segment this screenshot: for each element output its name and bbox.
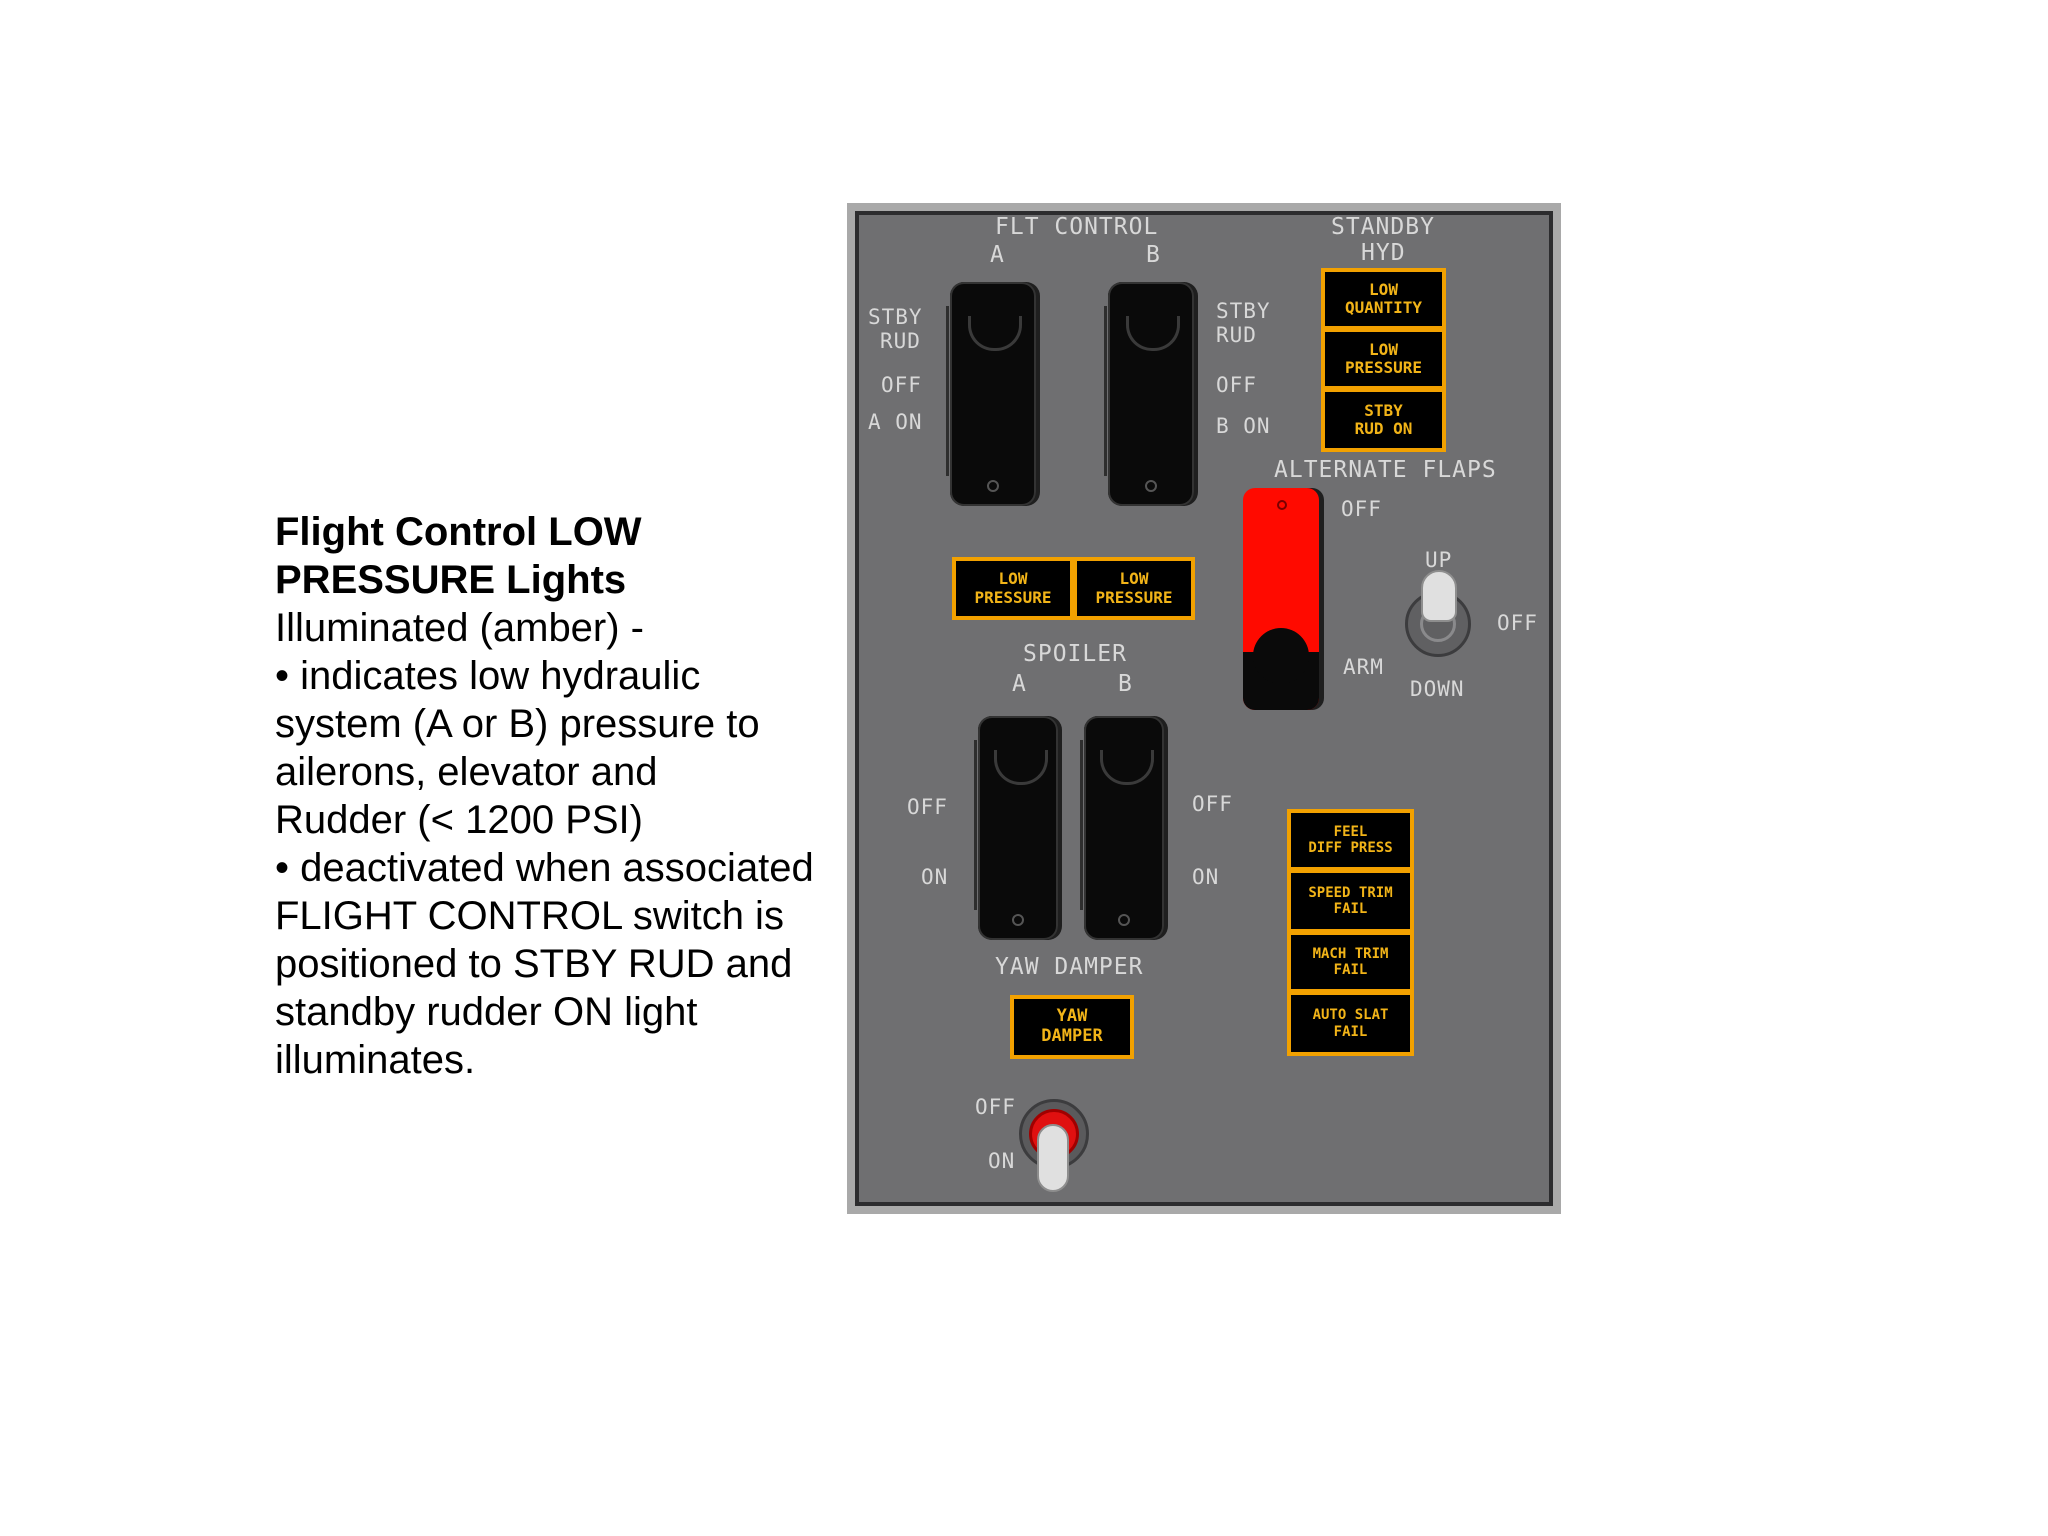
feel-diff-press-light: FEEL DIFF PRESS [1287,809,1414,871]
auto-slat-fail-light: AUTO SLAT FAIL [1287,991,1414,1056]
auto-slat-fail-line2: FAIL [1333,1023,1368,1040]
flt-control-a-switch-guard[interactable] [946,282,1036,506]
description-line: Rudder (< 1200 PSI) [275,798,643,842]
description-line: illuminates. [275,1038,476,1082]
yaw-damper-light: YAW DAMPER [1010,995,1134,1059]
speed-trim-fail-line2: FAIL [1333,901,1368,917]
flt-b-off-label: OFF [1216,373,1257,397]
description-line: • deactivated when associated [275,846,814,890]
stby-low-pressure-line1: LOW [1369,339,1398,359]
standby-hyd-subtitle: HYD [1361,240,1406,266]
flt-b-on-label: B ON [1216,414,1271,438]
alt-flaps-down-label: DOWN [1410,677,1465,701]
alt-flaps-up-label: UP [1425,548,1453,572]
flt-b-stby-label: STBY [1216,299,1271,323]
low-pressure-a-line2: PRESSURE [974,587,1052,607]
flt-a-off-label: OFF [881,373,922,397]
alt-flaps-toggle-switch[interactable] [1421,570,1457,622]
flt-control-b-switch-guard[interactable] [1104,282,1194,506]
auto-slat-fail-line1: AUTO SLAT [1312,1007,1389,1024]
spoiler-title: SPOILER [1023,641,1127,667]
alt-flaps-toggle-off-label: OFF [1497,611,1538,635]
alt-flaps-arm-label: ARM [1343,655,1384,679]
spoiler-b-switch-guard[interactable] [1080,716,1164,940]
stby-rud-on-line2: RUD ON [1354,419,1413,438]
description-line: Illuminated (amber) - [275,606,645,650]
description-text-block: Flight Control LOW PRESSURE Lights Illum… [275,508,835,1084]
stby-low-pressure-line2: PRESSURE [1344,358,1423,377]
mach-trim-fail-light: MACH TRIM FAIL [1287,931,1414,993]
stby-low-pressure-light: LOW PRESSURE [1321,328,1446,390]
description-line: positioned to STBY RUD and [275,942,793,986]
low-pressure-b-line2: PRESSURE [1095,587,1173,607]
low-quantity-light: LOW QUANTITY [1321,268,1446,330]
spoiler-b-on-label: ON [1192,865,1220,889]
flt-a-on-label: A ON [868,410,923,434]
low-pressure-a-line1: LOW [998,569,1028,589]
flt-b-rud-label: RUD [1216,323,1257,347]
description-title-line1: Flight Control LOW [275,510,642,554]
flt-control-b-low-pressure-light: LOW PRESSURE [1073,557,1195,620]
yaw-damper-light-line2: DAMPER [1041,1026,1103,1046]
yaw-damper-off-label: OFF [975,1095,1016,1119]
yaw-damper-title: YAW DAMPER [995,954,1144,980]
description-line: standby rudder ON light [275,990,698,1034]
speed-trim-fail-light: SPEED TRIM FAIL [1287,869,1414,933]
yaw-damper-toggle-switch[interactable] [1037,1124,1069,1192]
low-quantity-line1: LOW [1369,279,1398,299]
alternate-flaps-title: ALTERNATE FLAPS [1274,457,1497,483]
low-quantity-line2: QUANTITY [1344,298,1423,317]
spoiler-a-label: A [1012,671,1027,697]
flt-control-title: FLT CONTROL [995,214,1159,240]
flt-a-stby-label: STBY [868,305,923,329]
feel-diff-press-line2: DIFF PRESS [1308,840,1393,856]
feel-diff-press-line1: FEEL [1333,823,1368,840]
spoiler-a-on-label: ON [921,865,949,889]
mach-trim-fail-line1: MACH TRIM [1312,945,1389,962]
alternate-flaps-arm-guard[interactable] [1243,488,1319,710]
flt-control-a-low-pressure-light: LOW PRESSURE [952,557,1074,620]
spoiler-b-label: B [1118,671,1133,697]
flt-a-rud-label: RUD [880,329,921,353]
speed-trim-fail-line1: SPEED TRIM [1308,884,1393,901]
low-pressure-b-line1: LOW [1119,569,1149,589]
description-title-line2: PRESSURE Lights [275,558,627,602]
description-line: FLIGHT CONTROL switch is [275,894,784,938]
flt-control-a-label: A [990,242,1005,268]
yaw-damper-light-line1: YAW [1056,1006,1088,1027]
stby-rud-on-light: STBY RUD ON [1321,388,1446,452]
spoiler-a-off-label: OFF [907,795,948,819]
description-line: ailerons, elevator and [275,750,658,794]
yaw-damper-on-label: ON [988,1149,1016,1173]
alt-flaps-off-label: OFF [1341,497,1382,521]
stby-rud-on-line1: STBY [1364,400,1403,420]
description-line: system (A or B) pressure to [275,702,760,746]
mach-trim-fail-line2: FAIL [1333,962,1368,978]
spoiler-b-off-label: OFF [1192,792,1233,816]
flt-control-b-label: B [1146,242,1161,268]
standby-hyd-title: STANDBY [1331,214,1435,240]
spoiler-a-switch-guard[interactable] [974,716,1058,940]
description-line: • indicates low hydraulic [275,654,701,698]
